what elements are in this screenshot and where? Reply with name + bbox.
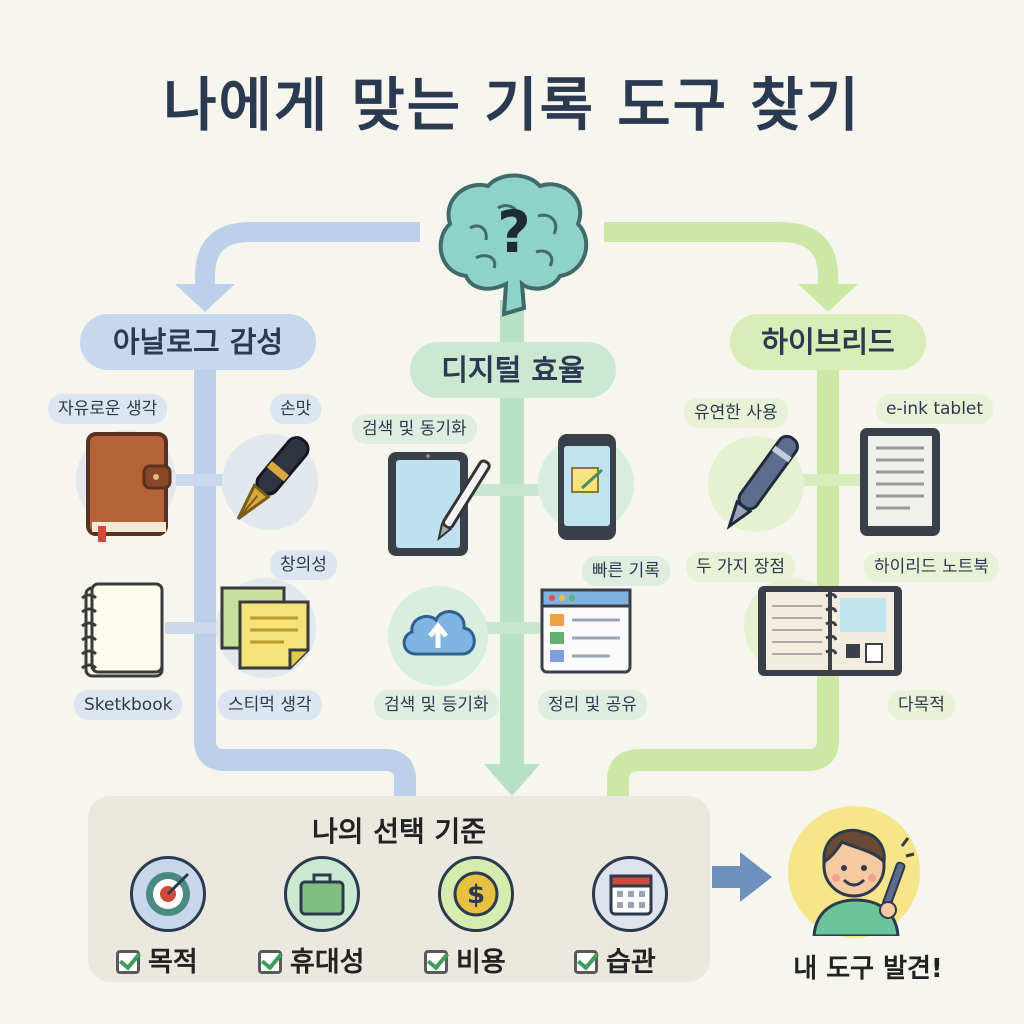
tag-multipurpose: 다목적 [888,690,955,720]
leather-notebook-icon [86,432,172,542]
criteria-title: 나의 선택 기준 [311,815,487,848]
purpose-circle [130,856,206,932]
checkbox-icon[interactable] [116,950,140,974]
sticky-notes-icon [220,586,310,670]
checkbox-icon[interactable] [424,950,448,974]
tag-hand-feel: 손맛 [270,394,322,424]
tag-eink-tablet: e-ink tablet [876,394,994,424]
tag-hybrid-notebook: 하이리드 노트북 [864,552,999,582]
criterion-label: 목적 [148,947,198,978]
cloud-upload-icon [402,610,476,656]
criterion-cost[interactable]: 비용 [424,940,506,979]
smartphone-icon [558,434,616,540]
tag-sketchbook: Sketkbook [74,690,183,720]
criterion-habit[interactable]: 습관 [574,940,656,979]
tag-organize-share: 정리 및 공유 [538,690,648,720]
bag-icon [299,873,345,916]
tag-quick-record: 빠른 기록 [582,556,670,586]
tag-creativity: 창의성 [270,550,337,580]
sketchbook-icon [81,582,164,678]
organizer-app-icon [540,588,632,674]
hybrid-notebook-icon [758,586,902,676]
tablet-stylus-icon [388,452,491,556]
smart-pen-icon [726,434,799,530]
tag-search-sync: 검색 및 동기화 [352,414,477,444]
checkbox-icon[interactable] [574,950,598,974]
criterion-label: 휴대성 [290,947,365,978]
calendar-icon [609,874,653,916]
page-title: 나에게 맞는 기록 도구 찾기 [163,71,861,139]
habit-circle [592,856,668,932]
tag-flexible-use: 유연한 사용 [684,398,788,428]
target-icon [146,872,190,916]
criterion-portability[interactable]: 휴대성 [258,940,365,979]
coin-icon: $ [453,871,499,917]
category-analog: 아날로그 감성 [80,314,316,370]
tag-free-thinking: 자유로운 생각 [48,394,168,424]
category-hybrid: 하이브리드 [730,314,926,370]
brain-question-icon: ? [438,173,589,317]
tag-sticky-thinking: 스티먹 생각 [218,690,322,720]
fountain-pen-icon [236,436,310,520]
happy-person-icon [812,828,915,936]
eink-tablet-icon [860,428,940,536]
criterion-label: 비용 [456,947,506,978]
tag-two-benefits: 두 가지 장점 [686,552,796,582]
category-digital: 디지털 효율 [410,342,616,398]
result-label: 내 도구 발견! [793,954,943,984]
criterion-purpose[interactable]: 목적 [116,940,198,979]
checkbox-icon[interactable] [258,950,282,974]
criterion-label: 습관 [606,947,656,978]
svg-text:?: ? [497,198,531,266]
svg-text:$: $ [467,880,485,910]
tag-search-sync-2: 검색 및 등기화 [374,690,499,720]
